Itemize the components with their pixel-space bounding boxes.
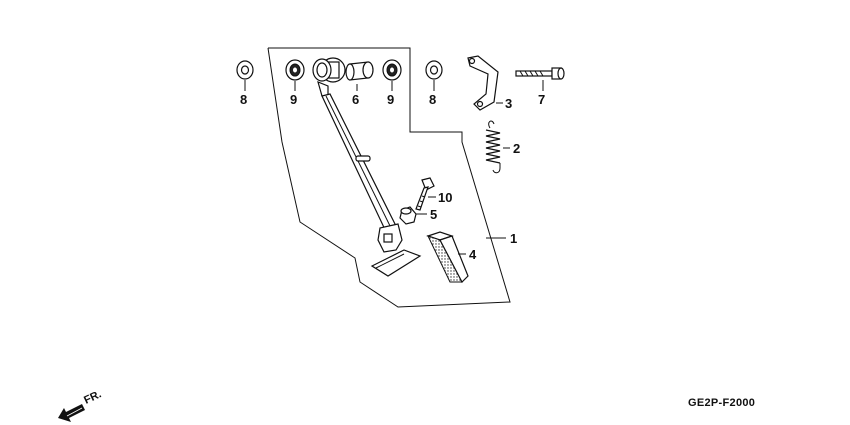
callout-4: 4: [469, 247, 477, 262]
spring-2: [485, 120, 501, 174]
washer-8-right: [425, 60, 443, 80]
callout-9-left: 9: [290, 92, 297, 107]
callout-9-right: 9: [387, 92, 394, 107]
callout-8-right: 8: [429, 92, 436, 107]
rubber-pad-4: [426, 231, 469, 284]
callout-3: 3: [505, 96, 512, 111]
callout-1: 1: [510, 231, 517, 246]
bushing-9-right: [382, 59, 402, 81]
bracket-3: [467, 55, 499, 111]
washer-8-left: [236, 60, 254, 80]
bolt-10: [415, 177, 435, 211]
assembly-boundary: [267, 47, 511, 308]
side-stand-1: [312, 57, 422, 277]
bushing-9-left: [285, 59, 305, 81]
callout-10: 10: [438, 190, 452, 205]
front-marker-label: FR.: [82, 388, 103, 406]
stopper-5: [399, 206, 417, 225]
callout-7: 7: [538, 92, 545, 107]
bolt-7: [515, 67, 565, 80]
diagram-code: GE2P-F2000: [688, 397, 755, 409]
callout-8-left: 8: [240, 92, 247, 107]
front-arrow-icon: [58, 404, 85, 422]
callout-5: 5: [430, 207, 437, 222]
collar-6: [345, 61, 374, 81]
callout-2: 2: [513, 141, 520, 156]
callout-6: 6: [352, 92, 359, 107]
